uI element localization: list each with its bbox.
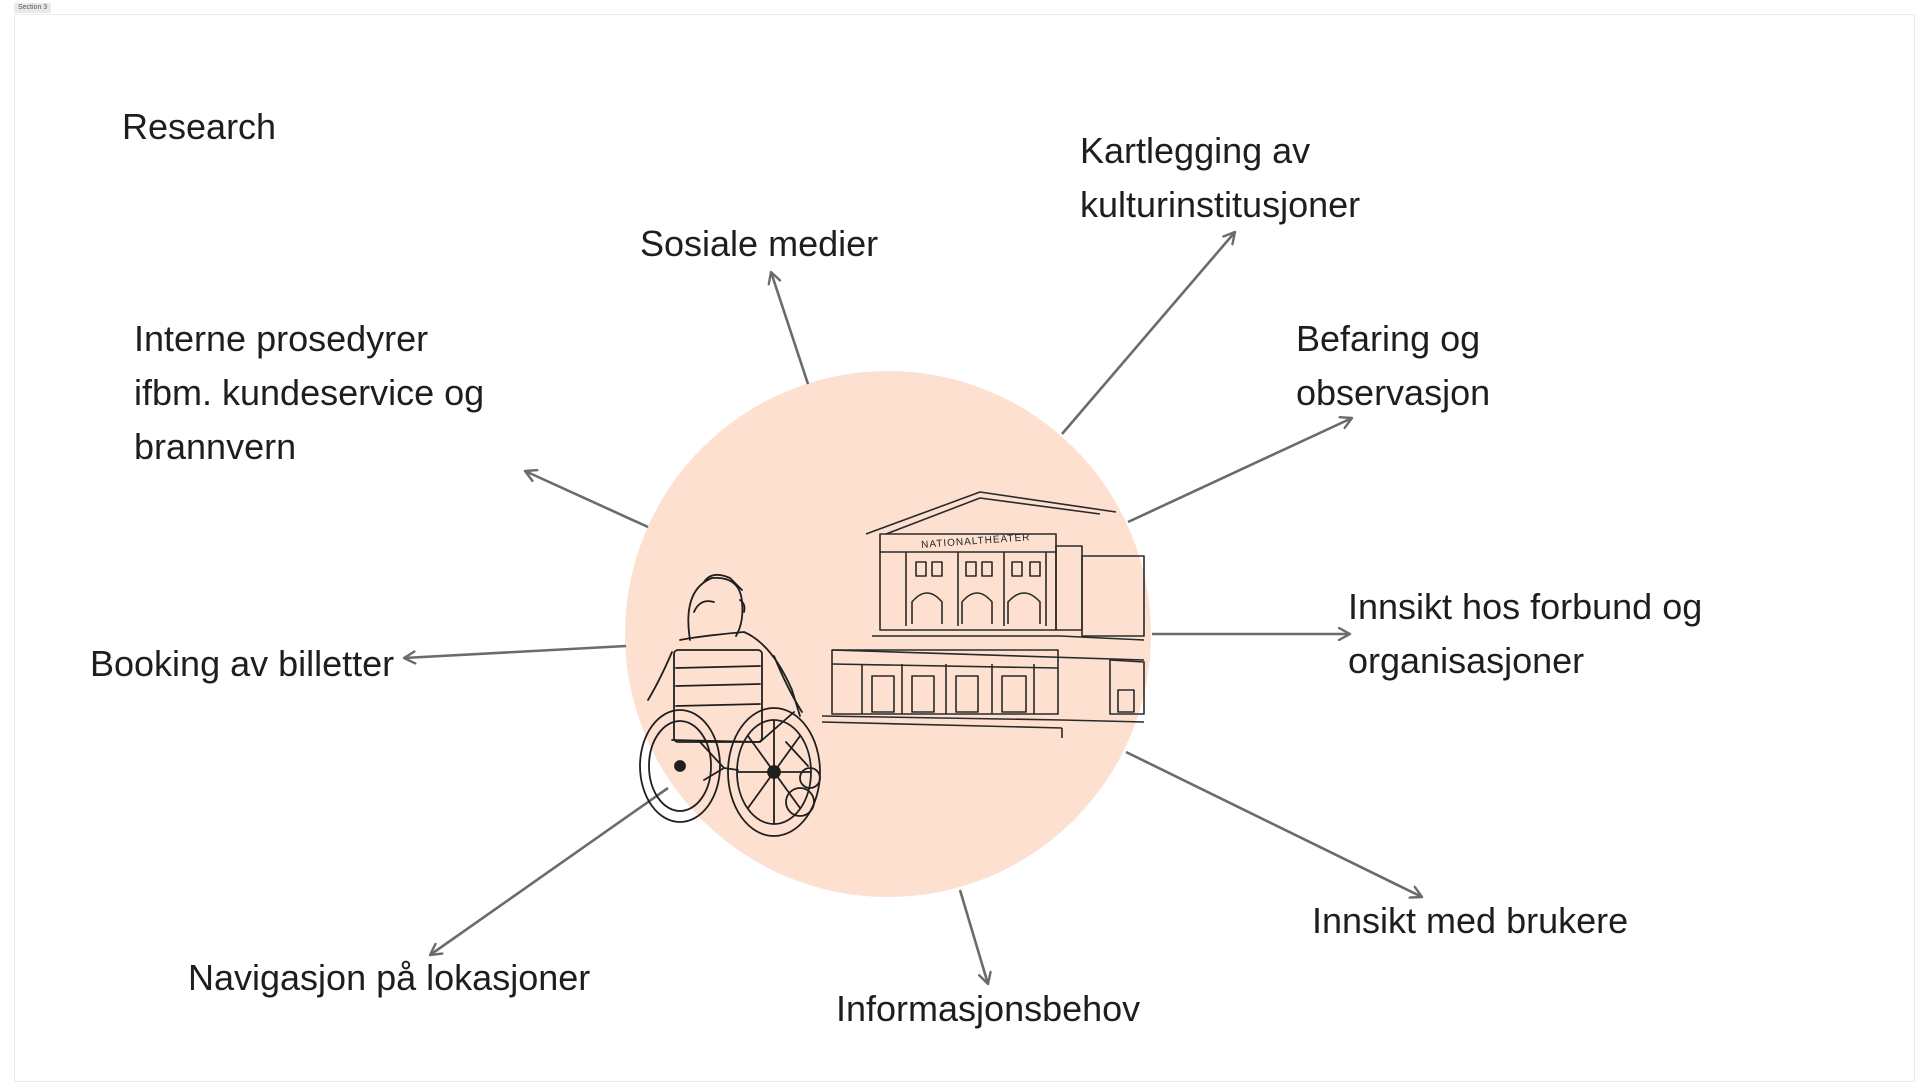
node-innsikt-forbund: Innsikt hos forbund og organisasjoner [1348,580,1702,688]
arrow-kartlegging [1061,232,1235,435]
node-interne-prosedyrer: Interne prosedyrer ifbm. kundeservice og… [134,312,484,474]
wheelchair-user-sketch [639,573,821,837]
node-sosiale-medier: Sosiale medier [640,217,878,271]
connector-arrows [404,232,1422,984]
arrow-booking [404,644,627,658]
node-innsikt-brukere: Innsikt med brukere [1312,894,1628,948]
node-befaring-line-2: observasjon [1296,372,1491,413]
node-innsikt-forbund-line-2: organisasjoner [1348,640,1585,681]
node-informasjonsbehov-line-1: Informasjonsbehov [836,988,1141,1029]
node-interne-line-3: brannvern [134,426,297,467]
arrow-innsikt-brukere [1125,750,1422,897]
node-innsikt-brukere-line-1: Innsikt med brukere [1312,900,1629,941]
arrow-befaring [1127,418,1352,524]
canvas-frame [14,14,1915,1082]
arrow-sosiale [771,272,810,385]
arrow-informasjon [958,889,988,984]
node-befaring: Befaring og observasjon [1296,312,1490,420]
node-informasjonsbehov: Informasjonsbehov [836,982,1140,1036]
arrow-navigasjon [430,786,669,955]
node-booking-line-1: Booking av billetter [90,643,395,684]
node-interne-line-2: ifbm. kundeservice og [134,372,485,413]
hub-circle [625,371,1151,897]
arrow-interne [525,471,649,529]
node-kartlegging-line-1: Kartlegging av [1080,130,1311,171]
section-tag[interactable]: Section 3 [14,3,52,13]
theatre-sketch [821,491,1145,738]
node-interne-line-1: Interne prosedyrer [134,318,429,359]
node-befaring-line-1: Befaring og [1296,318,1481,359]
node-navigasjon-line-1: Navigasjon på lokasjoner [188,957,591,998]
node-kartlegging-line-2: kulturinstitusjoner [1080,184,1361,225]
node-sosiale-medier-line-1: Sosiale medier [640,223,879,264]
node-navigasjon: Navigasjon på lokasjoner [188,951,590,1005]
node-booking: Booking av billetter [90,637,394,691]
node-kartlegging: Kartlegging av kulturinstitusjoner [1080,124,1360,232]
board-title: Research [122,106,277,147]
node-innsikt-forbund-line-1: Innsikt hos forbund og [1348,586,1703,627]
